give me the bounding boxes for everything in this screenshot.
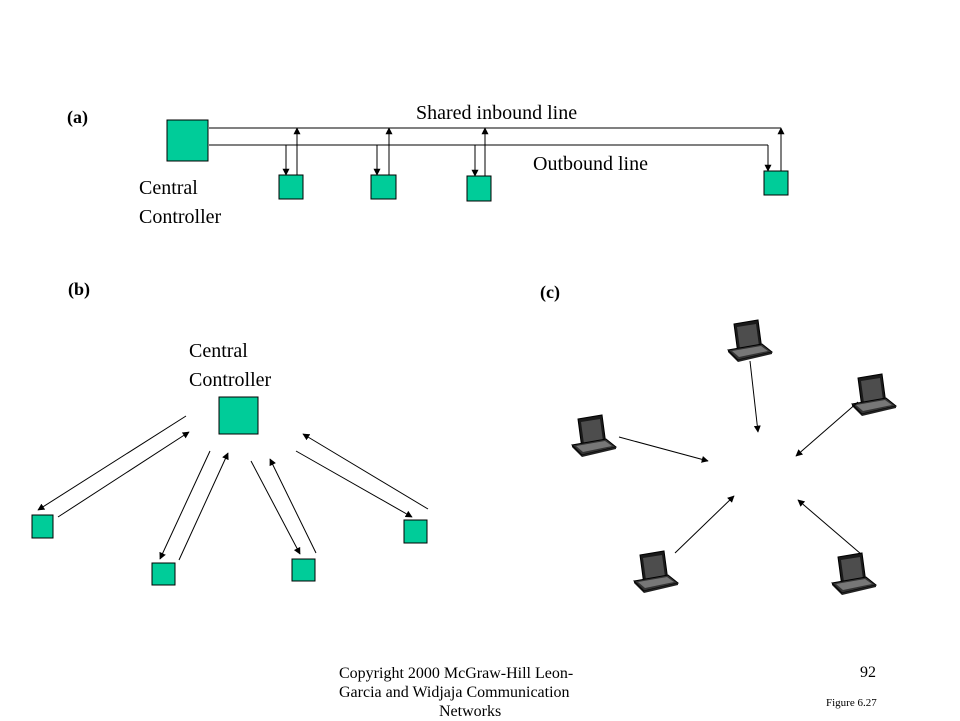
laptop-icon: [831, 552, 877, 596]
link-b-2-up: [178, 452, 229, 561]
figure-label: Figure 6.27: [826, 697, 877, 709]
laptop-icon: [571, 414, 617, 458]
link-c-left: [618, 436, 709, 463]
station-a-1: [278, 174, 304, 200]
station-a-2: [370, 174, 397, 200]
station-b-4: [403, 519, 428, 544]
panel-b-tag: (b): [68, 279, 90, 300]
central-controller-b: [218, 396, 259, 435]
panel-c-tag: (c): [540, 282, 560, 303]
link-b-3-up: [269, 458, 317, 554]
shared-inbound-line-label: Shared inbound line: [416, 102, 577, 124]
copyright-line-3: Networks: [439, 703, 502, 720]
central-controller-b-label-line2: Controller: [189, 369, 272, 391]
central-controller-a-label-line2: Controller: [139, 206, 222, 228]
laptop-icon: [633, 550, 679, 594]
laptop-icon: [727, 319, 773, 363]
link-b-4-up: [302, 433, 429, 510]
copyright-line-1: Copyright 2000 McGraw-Hill Leon-: [339, 665, 574, 682]
outbound-line-label: Outbound line: [533, 153, 648, 175]
station-b-1: [31, 514, 54, 539]
link-c-lower-left: [674, 495, 735, 554]
link-b-4-down: [295, 450, 413, 518]
link-b-1-down: [37, 415, 187, 511]
link-c-upper-right: [795, 401, 859, 457]
laptop-icon: [851, 373, 897, 417]
page-number: 92: [860, 664, 876, 681]
link-b-1-up: [57, 431, 190, 518]
link-c-top: [749, 360, 761, 433]
station-b-2: [151, 562, 176, 586]
station-a-4: [763, 170, 789, 196]
link-b-2-down: [159, 450, 211, 560]
station-b-3: [291, 558, 316, 582]
central-controller-a-label-line1: Central: [139, 177, 198, 199]
copyright-line-2: Garcia and Widjaja Communication: [339, 684, 570, 701]
central-controller-a: [166, 119, 209, 162]
link-c-lower-right: [797, 499, 862, 555]
panel-a-tag: (a): [67, 107, 88, 128]
station-a-3: [466, 175, 492, 202]
copyright-notice: Copyright 2000 McGraw-Hill Leon- Garcia …: [339, 664, 639, 721]
link-b-3-down: [250, 460, 301, 555]
central-controller-b-label-line1: Central: [189, 340, 248, 362]
